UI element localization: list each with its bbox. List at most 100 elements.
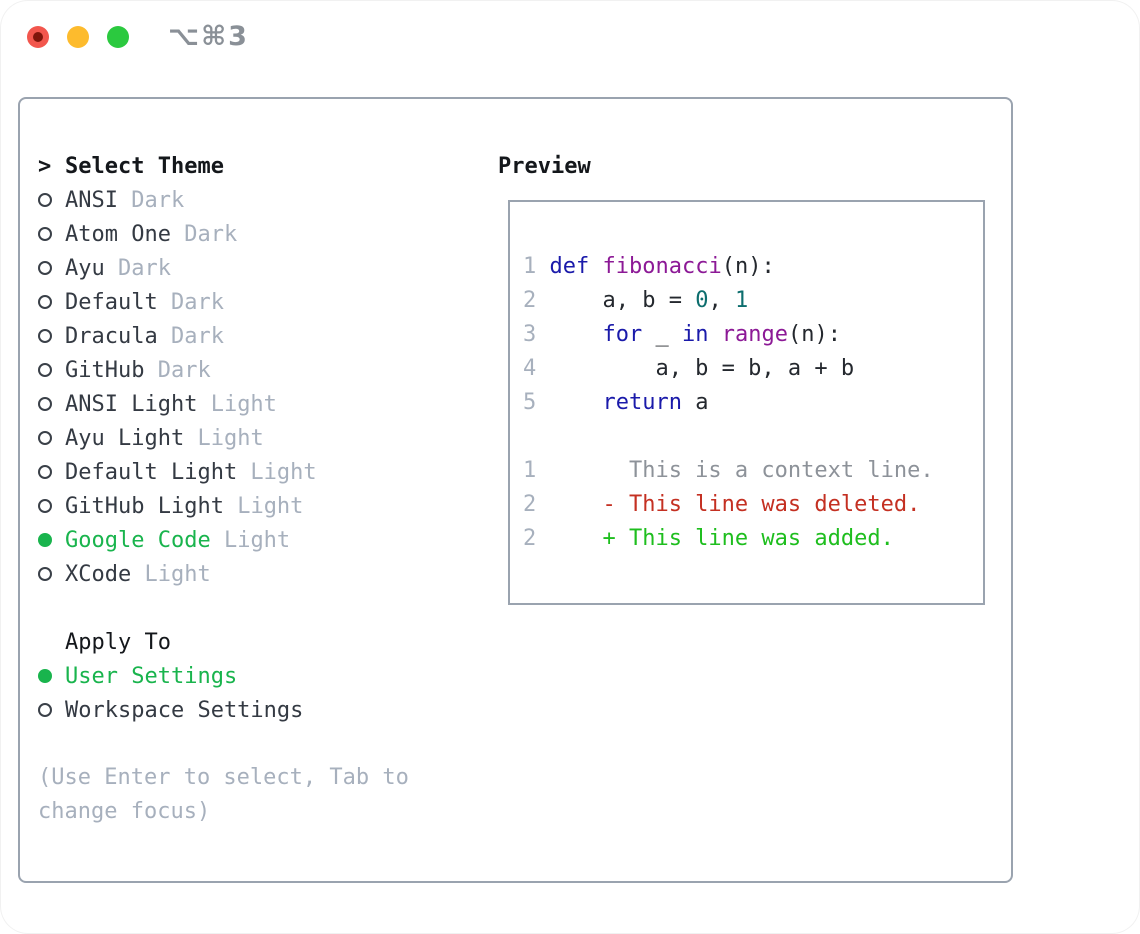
code-line: 5 return a	[523, 386, 975, 420]
theme-option-default-light[interactable]: Default Light Light	[38, 455, 483, 489]
code-token-plain: _	[642, 322, 682, 347]
minimize-button[interactable]	[67, 26, 89, 48]
theme-variant: Dark	[104, 255, 171, 281]
theme-variant: Dark	[157, 289, 224, 315]
radio-icon	[38, 193, 65, 207]
theme-name: ANSI Light	[65, 391, 198, 417]
code-token-keyword: return	[602, 390, 682, 415]
theme-name: ANSI	[65, 187, 118, 213]
line-number: 5	[523, 390, 537, 415]
theme-name: Ayu Light	[65, 425, 185, 451]
theme-option-ayu-light[interactable]: Ayu Light Light	[38, 421, 483, 455]
theme-option-dracula[interactable]: Dracula Dark	[38, 319, 483, 353]
theme-variant: Dark	[144, 357, 211, 383]
code-token-keyword: for	[602, 322, 643, 347]
apply-option-label: User Settings	[65, 664, 237, 689]
radio-icon	[38, 363, 65, 377]
theme-option-label: ANSI Light Light	[65, 392, 277, 417]
radio-icon	[38, 567, 65, 581]
selected-radio-icon	[38, 533, 65, 547]
selected-radio-icon	[38, 669, 65, 683]
code-token-function: range	[721, 322, 788, 347]
theme-option-label: ANSI Dark	[65, 188, 184, 213]
apply-option-workspace-settings[interactable]: Workspace Settings	[38, 693, 483, 727]
theme-option-ansi[interactable]: ANSI Dark	[38, 183, 483, 217]
code-token-plain: a, b = b, a + b	[549, 356, 855, 381]
theme-name: GitHub Light	[65, 493, 224, 519]
theme-variant: Light	[197, 391, 277, 417]
focus-cursor-icon: >	[38, 153, 52, 179]
line-number: 1	[523, 458, 537, 483]
theme-name: Atom One	[65, 221, 171, 247]
theme-option-label: Default Dark	[65, 290, 224, 315]
select-theme-header: > Select Theme	[38, 149, 483, 183]
code-token-plain	[549, 322, 602, 347]
theme-name: GitHub	[65, 357, 145, 383]
spacer	[38, 591, 483, 625]
theme-name: Default Light	[65, 459, 238, 485]
code-token-keyword: in	[681, 322, 709, 347]
theme-option-atom-one[interactable]: Atom One Dark	[38, 217, 483, 251]
line-number: 4	[523, 356, 537, 381]
theme-option-label: XCode Light	[65, 562, 211, 587]
window-title-shortcut: ⌥⌘3	[168, 21, 249, 52]
line-number: 2	[523, 492, 537, 517]
theme-option-label: Ayu Light Light	[65, 426, 264, 451]
theme-option-github-light[interactable]: GitHub Light Light	[38, 489, 483, 523]
theme-variant: Dark	[157, 323, 224, 349]
window-controls	[27, 26, 129, 48]
theme-option-ansi-light[interactable]: ANSI Light Light	[38, 387, 483, 421]
theme-option-label: GitHub Light Light	[65, 494, 303, 519]
preview-header: Preview	[498, 153, 591, 179]
theme-variant: Dark	[117, 187, 185, 213]
radio-icon	[38, 703, 65, 717]
theme-option-label: Atom One Dark	[65, 222, 237, 247]
radio-icon	[38, 465, 65, 479]
apply-to-header: Apply To	[38, 625, 483, 659]
code-token-plain: a	[681, 390, 709, 415]
theme-option-xcode[interactable]: XCode Light	[38, 557, 483, 591]
line-number: 2	[523, 526, 537, 551]
code-token-number: 0	[695, 288, 709, 313]
zoom-button[interactable]	[107, 26, 129, 48]
apply-to-label: Apply To	[65, 629, 171, 655]
theme-name: Default	[65, 289, 158, 315]
theme-option-github[interactable]: GitHub Dark	[38, 353, 483, 387]
blank-line	[523, 420, 975, 454]
code-token-plain	[549, 390, 602, 415]
code-token-plain	[589, 254, 602, 279]
line-number: 3	[523, 322, 537, 347]
apply-option-name: Workspace Settings	[65, 697, 304, 723]
radio-icon	[38, 397, 65, 411]
theme-variant: Light	[223, 493, 304, 519]
theme-option-google-code[interactable]: Google Code Light	[38, 523, 483, 557]
radio-icon	[38, 329, 65, 343]
radio-icon	[38, 499, 65, 513]
spacer	[38, 727, 483, 761]
diff-text: This is a context line.	[549, 458, 934, 483]
theme-option-label: Google Code Light	[65, 528, 290, 553]
theme-name: Ayu	[65, 255, 105, 281]
theme-option-label: GitHub Dark	[65, 358, 211, 383]
theme-option-label: Dracula Dark	[65, 324, 224, 349]
theme-option-default[interactable]: Default Dark	[38, 285, 483, 319]
theme-variant: Light	[210, 527, 291, 553]
theme-name: XCode	[65, 561, 132, 587]
apply-option-name: User Settings	[65, 663, 238, 689]
code-token-plain: ,	[708, 288, 735, 313]
apply-option-label: Workspace Settings	[65, 698, 303, 723]
diff-text: + This line was added.	[549, 526, 894, 551]
theme-option-ayu[interactable]: Ayu Dark	[38, 251, 483, 285]
diff-preview: 1 This is a context line.2 - This line w…	[523, 454, 975, 556]
apply-option-user-settings[interactable]: User Settings	[38, 659, 483, 693]
radio-icon	[38, 261, 65, 275]
theme-variant: Dark	[170, 221, 238, 247]
close-button[interactable]	[27, 26, 49, 48]
